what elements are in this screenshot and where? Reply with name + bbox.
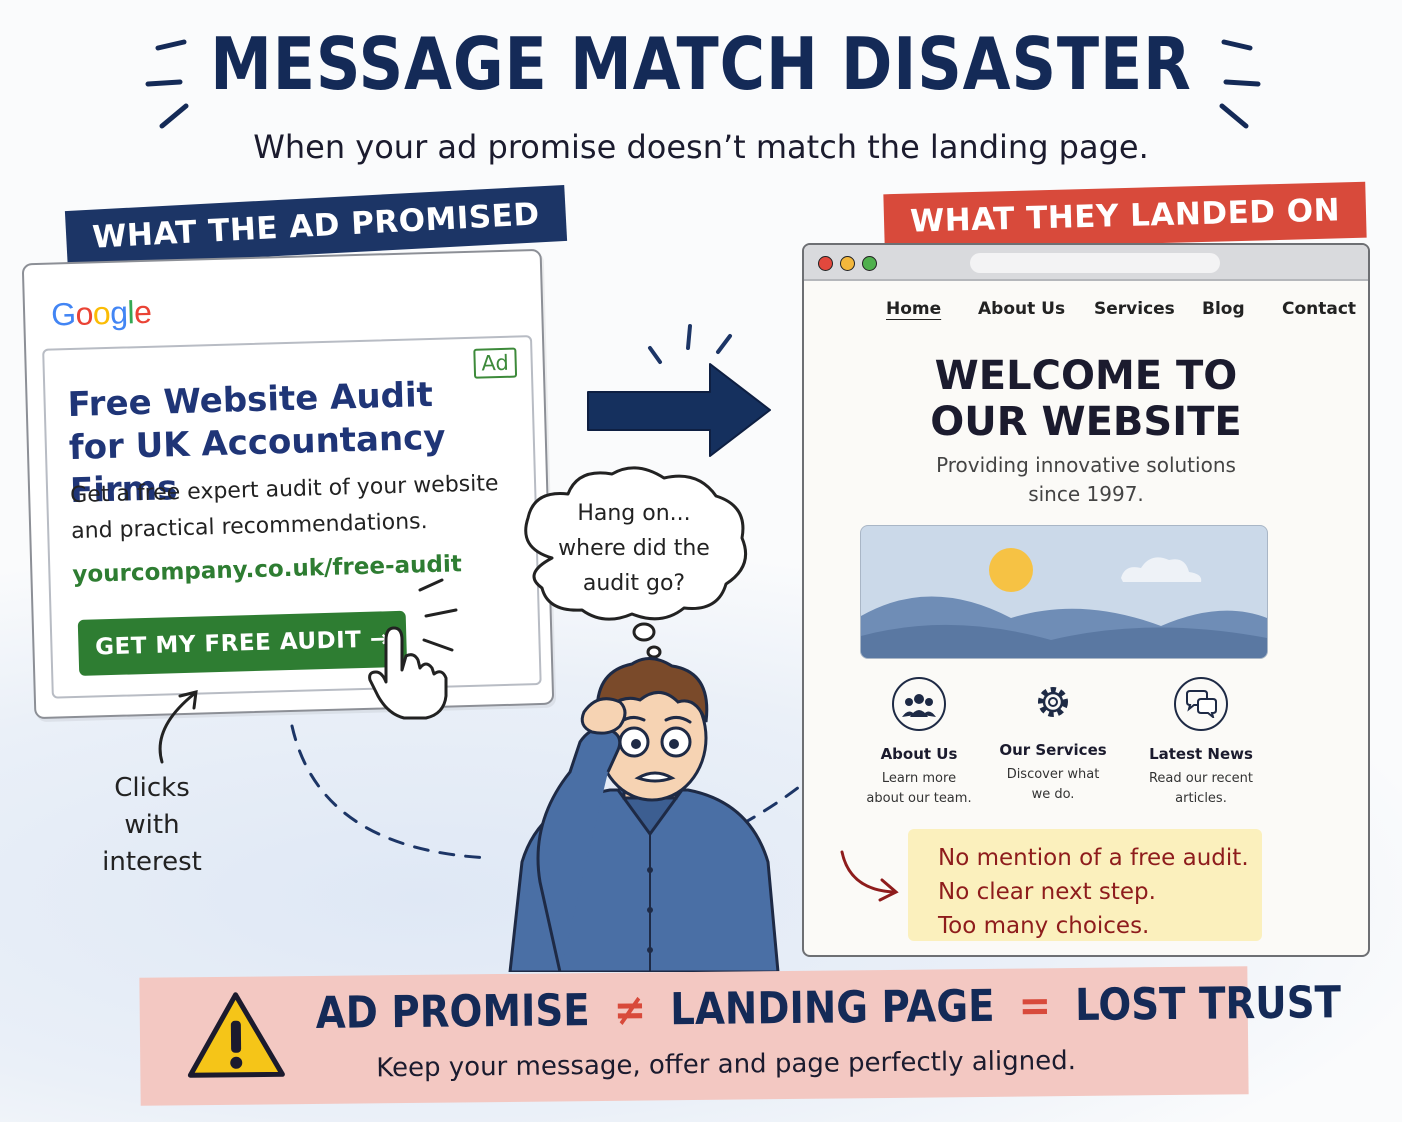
landing-page-browser: Home About Us Services Blog Contact WELC… [802, 243, 1370, 957]
site-headline: WELCOME TO OUR WEBSITE [930, 353, 1242, 445]
emphasis-lines-left-icon [145, 39, 189, 129]
nav-blog[interactable]: Blog [1202, 299, 1245, 319]
confused-person-illustration [508, 657, 780, 972]
maximize-dot-icon[interactable] [862, 256, 877, 271]
address-bar[interactable] [970, 253, 1220, 273]
gear-icon [1028, 677, 1078, 727]
landed-on-banner: WHAT THEY LANDED ON [883, 181, 1367, 251]
chat-bubbles-icon [1174, 677, 1228, 731]
ad-description: Get a free expert audit of your website … [69, 471, 499, 545]
problems-note: No mention of a free audit. No clear nex… [908, 829, 1262, 941]
thought-bubble: Hang on... where did the audit go? [518, 470, 750, 620]
clicks-note: Clicks with interest [102, 773, 202, 877]
nav-contact[interactable]: Contact [1282, 299, 1357, 319]
minimize-dot-icon[interactable] [840, 256, 855, 271]
team-icon [892, 677, 946, 731]
site-tagline: Providing innovative solutions since 199… [936, 453, 1236, 506]
search-ad-card: Google Ad Free Website Audit for UK Acco… [21, 248, 555, 720]
thought-bubble-shape [524, 466, 747, 659]
lost-trust-equation: AD PROMISE ≠ LANDING PAGE = LOST TRUST [315, 977, 1342, 1039]
nav-about-us[interactable]: About Us [978, 299, 1066, 319]
hero-image [860, 525, 1268, 659]
nav-services[interactable]: Services [1094, 299, 1175, 319]
pointer-hand-icon [368, 578, 458, 720]
big-right-arrow-icon [587, 324, 771, 457]
curved-arrow-icon [158, 690, 198, 764]
browser-title-bar [804, 245, 1368, 281]
landscape-icon [861, 548, 1267, 658]
page-subtitle: When your ad promise doesn’t match the l… [253, 128, 1149, 166]
warning-triangle-icon [187, 992, 285, 1078]
lost-trust-banner: AD PROMISE ≠ LANDING PAGE = LOST TRUST K… [139, 966, 1341, 1106]
problems-list: No mention of a free audit. No clear nex… [938, 845, 1249, 939]
alignment-tagline: Keep your message, offer and page perfec… [376, 1046, 1077, 1084]
emphasis-lines-right-icon [1219, 39, 1261, 129]
page-title: MESSAGE MATCH DISASTER [210, 22, 1192, 106]
red-curved-arrow-icon [840, 850, 899, 902]
close-dot-icon[interactable] [818, 256, 833, 271]
google-logo: Google [50, 293, 152, 333]
nav-home[interactable]: Home [886, 299, 942, 319]
ad-listing: Ad Free Website Audit for UK Accountancy… [42, 335, 542, 699]
get-free-audit-button[interactable]: GET MY FREE AUDIT → [77, 610, 408, 676]
thought-bubble-text: Hang on... where did the audit go? [558, 501, 710, 596]
